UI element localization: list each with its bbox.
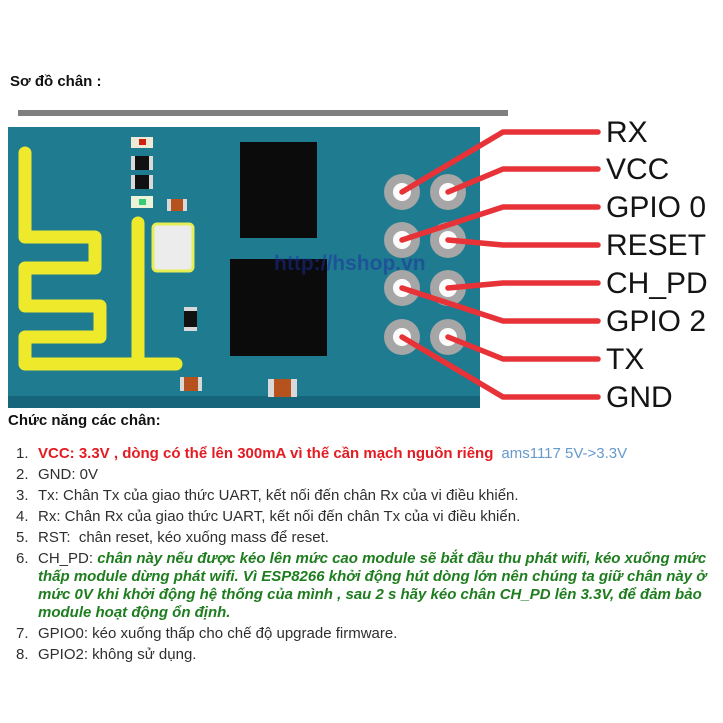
smd-capacitor <box>184 307 197 331</box>
list-number: 8. <box>16 646 29 663</box>
list-item-gnd: 2. GND: 0V <box>16 466 723 484</box>
list-item-gpio2: 8. GPIO2: không sử dụng. <box>16 646 723 664</box>
list-number: 3. <box>16 487 29 504</box>
vcc-warning-text: VCC: 3.3V , dòng có thể lên 300mA vì thế… <box>38 445 494 462</box>
esp8266-pinout-diagram: http://hshop.vn RX VCC GPIO 0 RESET CH_P… <box>8 110 708 414</box>
pin-label-gpio2: GPIO 2 <box>606 305 706 338</box>
chpd-prefix: CH_PD: <box>38 550 98 567</box>
list-item-gpio0: 7. GPIO0: kéo xuống thấp cho chế độ upgr… <box>16 625 723 643</box>
pin-label-vcc: VCC <box>606 153 669 186</box>
smd-resistor <box>167 199 187 211</box>
list-number: 5. <box>16 529 29 546</box>
section-title-pin-functions: Chức năng các chân: <box>8 412 161 429</box>
wire-gpio0 <box>399 204 601 243</box>
smd-resistor <box>268 379 297 397</box>
smd-resistor <box>180 377 202 391</box>
page-title: Sơ đồ chân : <box>10 73 102 90</box>
antenna-trace <box>18 146 183 371</box>
list-number: 2. <box>16 466 29 483</box>
list-item-rst: 5. RST: chân reset, kéo xuống mass để re… <box>16 529 723 547</box>
pin-label-gnd: GND <box>606 381 673 414</box>
red-led <box>131 137 153 148</box>
list-text: RST: chân reset, kéo xuống mass để reset… <box>38 529 329 546</box>
crystal-oscillator <box>151 222 195 273</box>
pin-function-list: 1. VCC: 3.3V , dòng có thể lên 300mA vì … <box>0 445 723 667</box>
wire-chpd <box>445 280 601 291</box>
pin-label-tx: TX <box>606 343 644 376</box>
wire-tx <box>445 334 601 362</box>
chpd-important-note: chân này nếu được kéo lên mức cao module… <box>38 550 711 621</box>
list-text: GPIO0: kéo xuống thấp cho chế độ upgrade… <box>38 625 398 642</box>
list-text: GPIO2: không sử dụng. <box>38 646 197 663</box>
wire-vcc <box>445 166 601 195</box>
list-number: 7. <box>16 625 29 642</box>
flash-chip <box>230 259 327 356</box>
list-text: GND: 0V <box>38 466 99 483</box>
wire-gpio2 <box>399 285 601 324</box>
watermark-text: http://hshop.vn <box>274 252 426 275</box>
wire-rx <box>399 129 601 195</box>
list-item-chpd: 6. CH_PD: chân này nếu được kéo lên mức … <box>16 550 723 622</box>
pin-label-gpio0: GPIO 0 <box>606 191 706 224</box>
photo-top-edge <box>18 110 508 116</box>
ams1117-note: ams1117 5V->3.3V <box>501 445 628 462</box>
list-text: Tx: Chân Tx của giao thức UART, kết nối … <box>38 487 519 504</box>
green-led <box>131 196 153 208</box>
annotation-wires <box>399 129 601 400</box>
list-item-vcc: 1. VCC: 3.3V , dòng có thể lên 300mA vì … <box>16 445 723 463</box>
list-text: VCC: 3.3V , dòng có thể lên 300mA vì thế… <box>38 445 723 463</box>
list-number: 4. <box>16 508 29 525</box>
list-number: 6. <box>16 550 29 567</box>
list-item-rx: 4. Rx: Chân Rx của giao thức UART, kết n… <box>16 508 723 526</box>
list-item-tx: 3. Tx: Chân Tx của giao thức UART, kết n… <box>16 487 723 505</box>
pin-labels: RX VCC GPIO 0 RESET CH_PD GPIO 2 TX GND <box>606 116 708 414</box>
wire-reset <box>445 237 601 248</box>
esp8266-chip <box>240 142 317 238</box>
pin-label-chpd: CH_PD <box>606 267 708 300</box>
smd-components <box>131 137 297 397</box>
list-text: CH_PD: chân này nếu được kéo lên mức cao… <box>38 550 723 622</box>
list-number: 1. <box>16 445 29 462</box>
smd-capacitor <box>131 175 153 189</box>
wire-gnd <box>399 334 601 400</box>
list-text: Rx: Chân Rx của giao thức UART, kết nối … <box>38 508 521 525</box>
smd-capacitor <box>131 156 153 170</box>
pin-label-reset: RESET <box>606 229 706 262</box>
pin-label-rx: RX <box>606 116 648 149</box>
